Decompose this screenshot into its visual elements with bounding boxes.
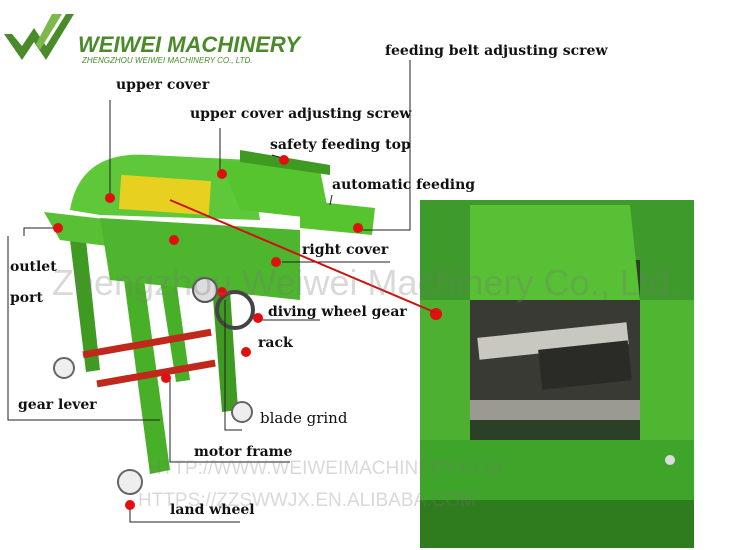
- brand-logo-mark: [4, 14, 74, 60]
- watermark-https: HTTPS://ZZSWWJX.EN.ALIBABA.COM: [138, 490, 476, 511]
- label-motor-frame: motor frame: [194, 444, 293, 460]
- label-safety-feeding-top: safety feeding top: [270, 137, 411, 153]
- inset-pointer-line: [169, 199, 435, 313]
- brand-subtitle: ZHENGZHOU WEIWEI MACHINERY CO., LTD.: [82, 56, 253, 65]
- leader-lines: [7, 60, 411, 523]
- label-outlet: outlet: [10, 259, 57, 275]
- label-diving-wheel-gear: diving wheel gear: [268, 304, 407, 320]
- label-gear-lever: gear lever: [18, 397, 97, 413]
- callout-dots: [53, 155, 363, 510]
- label-upper-cover: upper cover: [116, 77, 210, 93]
- label-automatic-feeding: automatic feeding: [332, 177, 476, 193]
- label-feeding-belt-adjusting-screw: feeding belt adjusting screw: [385, 43, 608, 59]
- label-port: port: [10, 290, 43, 306]
- label-blade-grind: blade grind: [260, 409, 348, 427]
- brand-name: WEIWEI MACHINERY: [78, 32, 301, 57]
- watermark-center: Zhengzhou Weiwei Machinery Co., Ltd.: [52, 262, 680, 303]
- label-right-cover: right cover: [302, 242, 389, 258]
- label-upper-cover-adjusting-screw: upper cover adjusting screw: [190, 106, 412, 122]
- watermark-http: HTTP://WWW.WEIWEIMACHINERY.COM: [148, 458, 505, 479]
- inset-photo-blade-chamber: [420, 200, 694, 548]
- label-rack: rack: [258, 335, 293, 351]
- machine-body: [44, 150, 375, 495]
- label-land-wheel: land wheel: [170, 502, 255, 518]
